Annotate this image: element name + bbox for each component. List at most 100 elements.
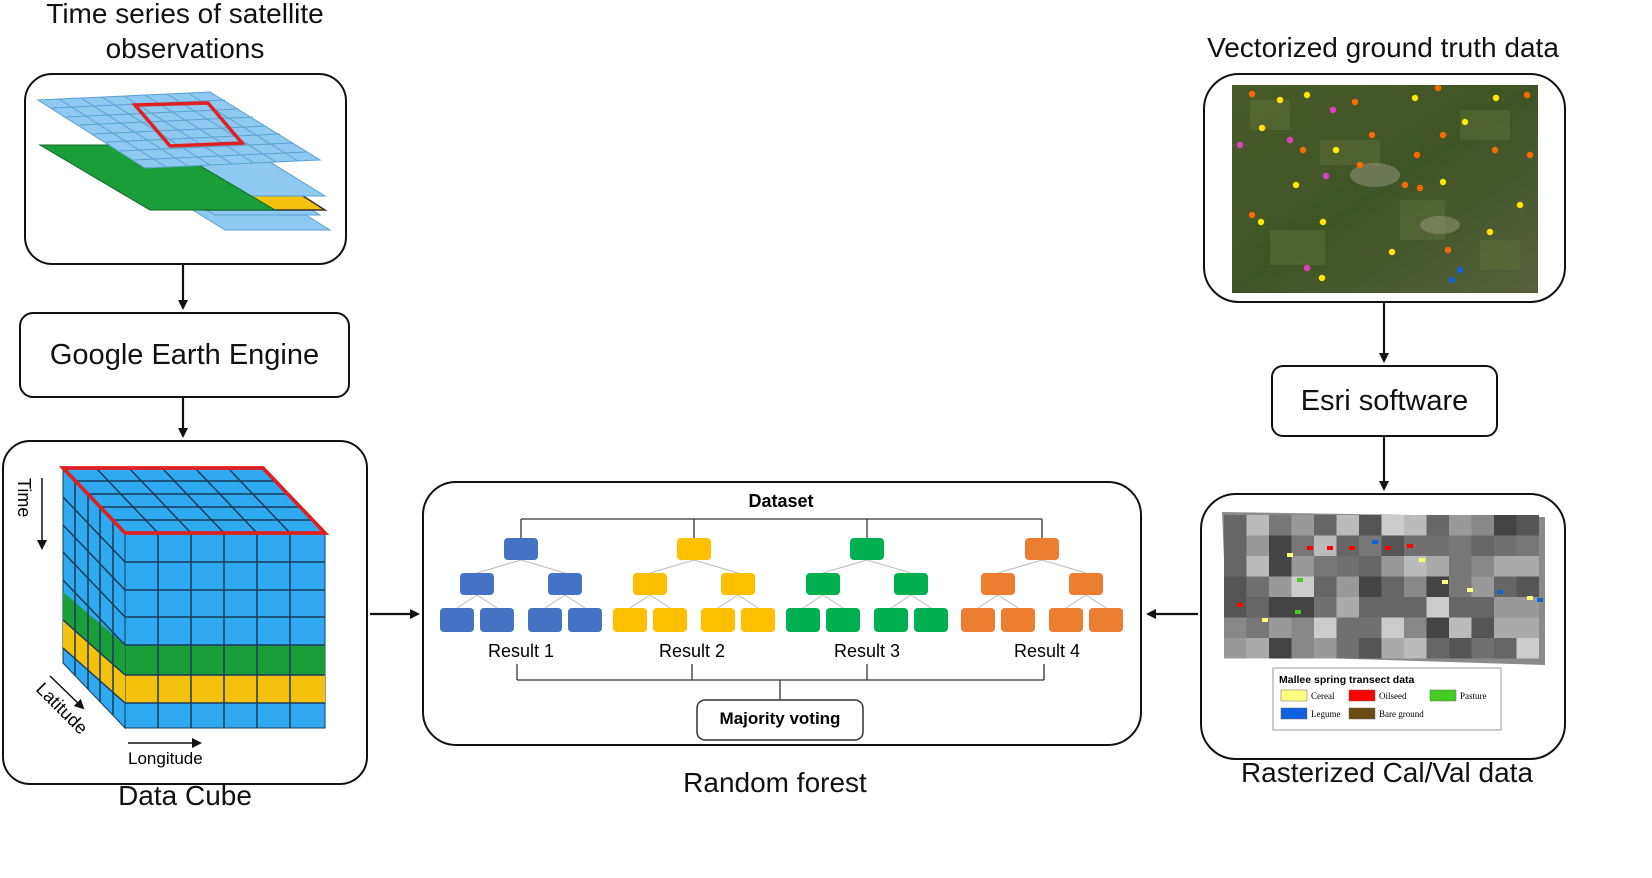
raster-point [1307, 546, 1313, 550]
raster-field [1426, 638, 1449, 659]
raster-field [1359, 638, 1382, 659]
ground-truth-point [1319, 218, 1327, 226]
raster-field [1246, 597, 1269, 618]
ground-truth-point [1368, 131, 1376, 139]
time-series-title: Time series of satellite observations [46, 0, 324, 64]
ground-truth-point [1411, 94, 1419, 102]
raster-field [1404, 638, 1427, 659]
raster-field [1359, 576, 1382, 597]
raster-field [1269, 638, 1292, 659]
tree-leaf-node [961, 608, 995, 632]
raster-field [1224, 515, 1247, 536]
ground-truth-point [1492, 94, 1500, 102]
raster-field [1471, 576, 1494, 597]
raster-field [1359, 617, 1382, 638]
ground-truth-point [1486, 228, 1494, 236]
ground-truth-point [1329, 106, 1337, 114]
raster-field [1404, 617, 1427, 638]
majority-voting-label: Majority voting [720, 709, 841, 728]
raster-point [1467, 588, 1473, 592]
raster-field [1359, 535, 1382, 556]
raster-field [1494, 515, 1517, 536]
raster-field [1449, 576, 1472, 597]
raster-field [1471, 556, 1494, 577]
raster-point [1497, 590, 1503, 594]
raster-field [1246, 556, 1269, 577]
tree-leaf-node [1001, 608, 1035, 632]
ground-truth-point [1461, 118, 1469, 126]
time-axis-label: Time [14, 478, 34, 517]
ground-truth-point [1248, 90, 1256, 98]
legend-label: Pasture [1460, 691, 1487, 701]
raster-field [1246, 535, 1269, 556]
rasterized-map-image [1222, 512, 1545, 665]
majority-voting-box [696, 699, 864, 741]
tree-branch-node [1069, 573, 1103, 595]
raster-field [1269, 576, 1292, 597]
raster-field [1381, 576, 1404, 597]
tree-branch-node [894, 573, 928, 595]
raster-field [1314, 617, 1337, 638]
raster-field [1494, 556, 1517, 577]
raster-point [1262, 618, 1268, 622]
tree-leaf-node [741, 608, 775, 632]
result-4-label: Result 4 [1014, 641, 1080, 661]
result-2-label: Result 2 [659, 641, 725, 661]
result-labels: Result 1 Result 2 Result 3 Result 4 [488, 641, 1080, 661]
raster-field [1494, 638, 1517, 659]
raster-field [1494, 597, 1517, 618]
raster-field [1449, 617, 1472, 638]
ground-truth-point [1444, 246, 1452, 254]
raster-field [1426, 597, 1449, 618]
dataset-label: Dataset [748, 491, 813, 511]
tree-1 [440, 538, 602, 632]
raster-field [1269, 515, 1292, 536]
raster-field [1224, 638, 1247, 659]
raster-point [1385, 546, 1391, 550]
ground-truth-points [1236, 84, 1534, 284]
satellite-layer-stack [36, 91, 332, 231]
raster-points [1237, 540, 1543, 622]
raster-field [1246, 576, 1269, 597]
legend-swatch [1429, 689, 1457, 702]
ground-truth-point [1523, 91, 1531, 99]
ground-truth-point [1332, 146, 1340, 154]
result-1-label: Result 1 [488, 641, 554, 661]
ground-truth-point [1416, 184, 1424, 192]
raster-point [1237, 603, 1243, 607]
raster-field [1404, 535, 1427, 556]
raster-field [1314, 576, 1337, 597]
raster-field [1471, 638, 1494, 659]
raster-field [1336, 535, 1359, 556]
raster-point [1442, 580, 1448, 584]
ground-truth-point [1303, 264, 1311, 272]
raster-field [1426, 556, 1449, 577]
raster-field [1291, 535, 1314, 556]
raster-field [1381, 535, 1404, 556]
raster-field [1336, 556, 1359, 577]
raster-point [1537, 598, 1543, 602]
legend-label: Bare ground [1379, 709, 1424, 719]
ground-truth-point [1526, 151, 1534, 159]
raster-field [1224, 535, 1247, 556]
ground-truth-point [1439, 131, 1447, 139]
raster-field [1269, 597, 1292, 618]
ground-truth-point [1413, 151, 1421, 159]
ground-truth-point [1299, 146, 1307, 154]
raster-field [1291, 617, 1314, 638]
legend-label: Oilseed [1379, 691, 1407, 701]
ground-truth-point [1322, 172, 1330, 180]
tree-branch-node [981, 573, 1015, 595]
ground-truth-point [1401, 181, 1409, 189]
tree-leaf-node [653, 608, 687, 632]
layer-1-top [36, 91, 322, 169]
legend-item: Pasture [1429, 689, 1487, 702]
tree-branch-node [633, 573, 667, 595]
raster-field [1426, 515, 1449, 536]
ground-truth-point [1351, 98, 1359, 106]
ground-truth-point [1516, 201, 1524, 209]
tree-leaf-node [701, 608, 735, 632]
ground-truth-point [1318, 274, 1326, 282]
data-cube-label: Data Cube [118, 780, 252, 811]
ground-truth-point [1491, 146, 1499, 154]
